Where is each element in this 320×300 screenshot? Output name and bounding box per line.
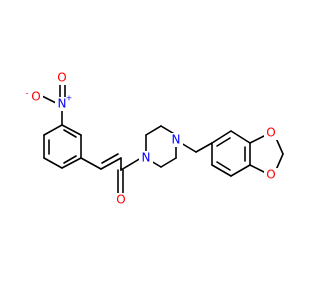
piperazine-n1-label: N — [142, 151, 151, 165]
dioxole-oxygen-bottom-label: O — [266, 168, 275, 182]
piperazine-n4-label: N — [172, 133, 181, 147]
carbonyl-oxygen-label: O — [116, 193, 125, 207]
vinyl-double-bond-outer — [100, 157, 122, 170]
ch2-aryl-bond — [195, 142, 213, 153]
nitrophenyl-ring — [43, 124, 82, 169]
molecule-structure: N + O - O O N N O O — [26, 71, 284, 207]
carbonyl-to-n-bond — [120, 157, 142, 171]
aryl-vinyl-bond — [80, 157, 102, 170]
dioxole-oxygen-top-label: O — [266, 126, 275, 140]
nitro-nitrogen-charge: + — [66, 94, 73, 103]
dioxole-ring — [249, 134, 284, 174]
vinyl-double-bond-inner — [101, 153, 119, 164]
structure-canvas: N + O - O O N N O O — [26, 71, 284, 207]
nitro-oxygen-left-label: O — [31, 90, 40, 104]
n4-ch2-bond — [180, 142, 197, 153]
nitro-nitrogen-label: N — [58, 97, 67, 111]
nitro-oxygen-top-label: O — [57, 71, 66, 85]
nitro-oxygen-charge: - — [26, 89, 29, 98]
benzodioxole-benzene-ring — [211, 130, 251, 177]
atom-labels: N + O - O O N N O O — [26, 71, 278, 207]
